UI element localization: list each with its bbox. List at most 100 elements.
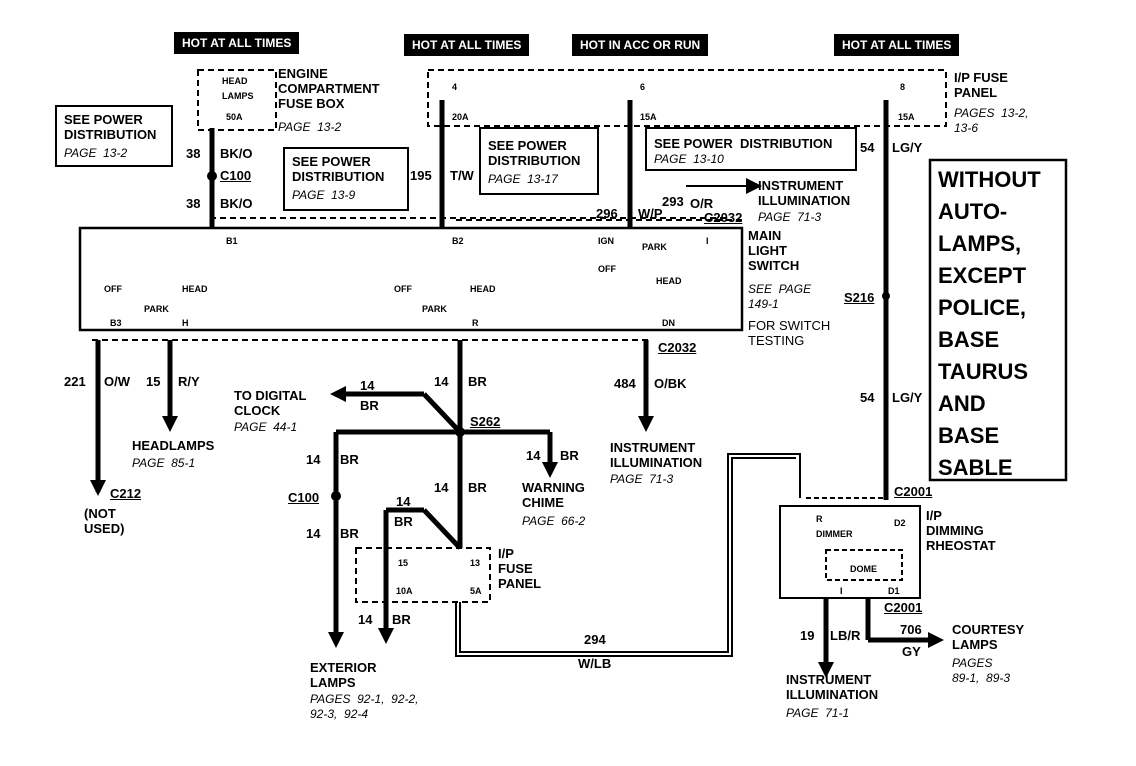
ip-fuse-top-pages: PAGES 13-2, 13-6 xyxy=(954,106,1029,135)
dimmer-i: I xyxy=(840,586,843,596)
engine-fuse-label: HEAD LAMPS xyxy=(222,76,254,101)
dimmer-title: I/P DIMMING RHEOSTAT xyxy=(926,508,996,553)
wire-14-lower-color: BR xyxy=(340,526,359,541)
wire-14-ext: 14 xyxy=(358,612,373,627)
switch-off-2: OFF xyxy=(394,284,412,294)
ip-fuse-panel-top xyxy=(427,69,947,127)
dest-courtesy: COURTESY LAMPS xyxy=(952,622,1025,652)
switch-i: I xyxy=(706,236,709,246)
wire-294-color: W/LB xyxy=(578,656,612,671)
wire-14-down: 14 xyxy=(434,480,449,495)
wire-54b: 54 xyxy=(860,390,875,405)
switch-see-page: SEE PAGE 149-1 xyxy=(748,282,812,311)
wire-221: 221 xyxy=(64,374,86,389)
switch-ign: IGN xyxy=(598,236,615,246)
dest-instr-illum-bot: INSTRUMENT ILLUMINATION xyxy=(786,672,879,702)
wire-293: 293 xyxy=(662,194,684,209)
connector-c2032-top: C2032 xyxy=(704,210,743,225)
wire-14-clock: 14 xyxy=(360,378,375,393)
tag-acc: HOT IN ACC OR RUN xyxy=(572,34,709,56)
fuse-4-rating: 20A xyxy=(452,112,469,122)
dest-instr-illum-mid: INSTRUMENT ILLUMINATION xyxy=(610,440,703,470)
dest-instr-illum-mid-page: PAGE 71-3 xyxy=(610,472,674,486)
dest-instr-illum-bot-page: PAGE 71-1 xyxy=(786,706,850,720)
tag-hot-2: HOT AT ALL TIMES xyxy=(404,34,530,56)
connector-c2032-bottom: C2032 xyxy=(658,340,697,355)
wire-14-down-color: BR xyxy=(468,480,487,495)
dest-exterior-lamps-pages: PAGES 92-1, 92-2, 92-3, 92-4 xyxy=(310,692,419,721)
switch-head-1: HEAD xyxy=(182,284,208,294)
wire-221-color: O/W xyxy=(104,374,130,389)
wire-38a-color: BK/O xyxy=(220,146,253,161)
fuse-4: 4 xyxy=(452,82,458,92)
wire-38a: 38 xyxy=(186,146,201,161)
switch-off-3: OFF xyxy=(598,264,616,274)
power-dist-2-page: PAGE 13-9 xyxy=(292,188,356,202)
switch-park-2: PARK xyxy=(422,304,447,314)
wire-14-clock-color: BR xyxy=(360,398,379,413)
wire-38b: 38 xyxy=(186,196,201,211)
dimmer-rheostat xyxy=(779,505,921,599)
wire-195: 195 xyxy=(410,168,432,183)
fuse-15: 15 xyxy=(398,558,409,568)
wire-14-main-color: BR xyxy=(468,374,487,389)
engine-fuse-title: ENGINE COMPARTMENT FUSE BOX xyxy=(278,66,380,111)
wire-484-color: O/BK xyxy=(654,376,687,391)
instr-illum-top: INSTRUMENT ILLUMINATION xyxy=(758,178,851,208)
power-dist-3-page: PAGE 13-17 xyxy=(488,172,558,186)
dest-headlamps-page: PAGE 85-1 xyxy=(132,456,196,470)
connector-c212: C212 xyxy=(110,486,142,501)
switch-park-1: PARK xyxy=(144,304,169,314)
dest-chime: WARNING CHIME xyxy=(522,480,585,510)
power-dist-1-page: PAGE 13-2 xyxy=(64,146,128,160)
power-dist-box-2 xyxy=(283,147,409,211)
wire-706: 706 xyxy=(900,622,922,637)
wire-15: 15 xyxy=(146,374,161,389)
fuse-8: 8 xyxy=(900,82,906,92)
splice-s216: S216 xyxy=(844,290,875,305)
dest-exterior-lamps: EXTERIOR LAMPS xyxy=(310,660,377,690)
wire-19-color: LB/R xyxy=(830,628,861,643)
wire-195-color: T/W xyxy=(450,168,474,183)
switch-title: MAIN LIGHT SWITCH xyxy=(748,228,800,273)
power-dist-1: SEE POWER DISTRIBUTION xyxy=(64,112,157,142)
switch-dn: DN xyxy=(662,318,675,328)
switch-b2: B2 xyxy=(452,236,464,246)
switch-testing: FOR SWITCH TESTING xyxy=(748,318,831,348)
wire-14-lower: 14 xyxy=(306,526,321,541)
power-dist-3: SEE POWER DISTRIBUTION xyxy=(488,138,581,168)
wire-54b-color: LG/Y xyxy=(892,390,923,405)
connector-c2001-bottom: C2001 xyxy=(884,600,923,615)
fuse-6-rating: 15A xyxy=(640,112,657,122)
dest-clock-page: PAGE 44-1 xyxy=(234,420,298,434)
fuse-15-rating: 10A xyxy=(396,586,413,596)
wire-54a: 54 xyxy=(860,140,875,155)
ip-fuse-top-title: I/P FUSE PANEL xyxy=(954,70,1008,100)
wire-54a-color: LG/Y xyxy=(892,140,923,155)
switch-r: R xyxy=(472,318,479,328)
wire-294: 294 xyxy=(584,632,606,647)
switch-park-3: PARK xyxy=(642,242,667,252)
wire-296: 296 xyxy=(596,206,618,221)
fuse-13-rating: 5A xyxy=(470,586,482,596)
ip-fuse-panel-bottom xyxy=(355,547,491,603)
tag-hot-3: HOT AT ALL TIMES xyxy=(834,34,960,56)
connector-c100-bottom: C100 xyxy=(288,490,320,505)
wire-14-main: 14 xyxy=(434,374,449,389)
dest-chime-page: PAGE 66-2 xyxy=(522,514,586,528)
power-dist-box-4 xyxy=(645,127,857,171)
wire-14-ext-color: BR xyxy=(392,612,411,627)
dest-courtesy-pages: PAGES 89-1, 89-3 xyxy=(952,656,1011,685)
dimmer-d2: D2 xyxy=(894,518,906,528)
tag-hot-1: HOT AT ALL TIMES xyxy=(174,32,300,54)
instr-illum-top-page: PAGE 71-3 xyxy=(758,210,822,224)
fuse-8-rating: 15A xyxy=(898,112,915,122)
not-used-label: (NOT USED) xyxy=(84,506,125,536)
ip-fuse-bottom-title: I/P FUSE PANEL xyxy=(498,546,542,591)
engine-fuse-box xyxy=(197,69,277,131)
dest-clock: TO DIGITAL CLOCK xyxy=(234,388,307,418)
wire-38b-color: BK/O xyxy=(220,196,253,211)
engine-fuse-page: PAGE 13-2 xyxy=(278,120,342,134)
switch-b1: B1 xyxy=(226,236,238,246)
